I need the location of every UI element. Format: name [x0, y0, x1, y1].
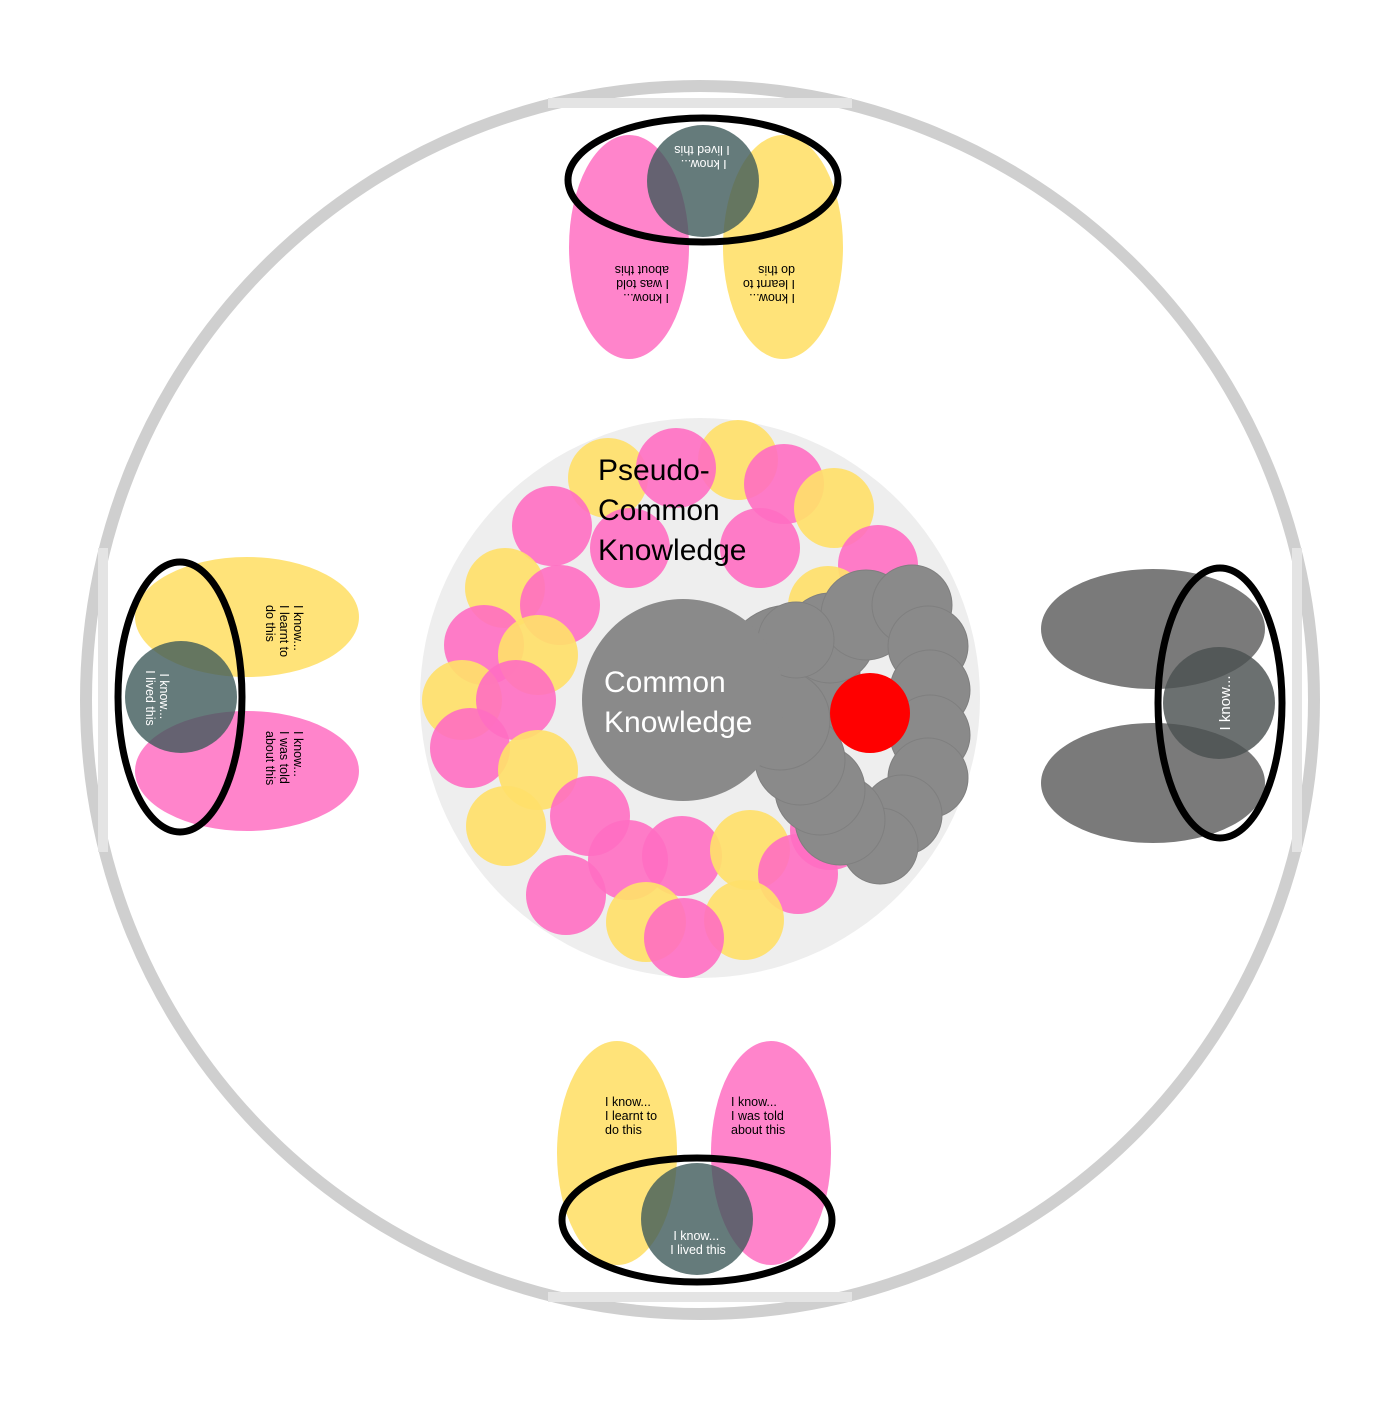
- learnt-label: I know... I learnt to do this: [739, 263, 795, 305]
- told-bubble-7: [720, 508, 800, 588]
- outer-ring: [80, 80, 1320, 1320]
- told-bubble-16: [430, 708, 510, 788]
- told-label: I know... I was told about this: [613, 263, 669, 305]
- told-bubble-27: [644, 898, 724, 978]
- told-bubble-4: [512, 486, 592, 566]
- lived-label: I know...: [1217, 675, 1234, 730]
- lived-label: I know... I lived this: [674, 143, 730, 171]
- told-bubble-5: [590, 508, 670, 588]
- told-bubble-22: [642, 816, 722, 896]
- perspective-lens: [114, 558, 246, 836]
- learnt-bubble-26: [704, 880, 784, 960]
- common-knowledge-title: Common Knowledge: [604, 666, 752, 739]
- person-top: I know... I learnt to do this I know... …: [564, 114, 843, 359]
- common-knowledge-core: [582, 599, 784, 801]
- learnt-label: I know... I learnt to do this: [605, 1095, 661, 1137]
- person-left: I know... I learnt to do this I know... …: [114, 557, 359, 836]
- perspective-lens: [1154, 564, 1286, 842]
- pseudo-knowledge-bubbles: [422, 420, 918, 978]
- lived-circle: [647, 125, 759, 237]
- lived-circle: [125, 641, 237, 753]
- pseudo-knowledge-title: Pseudo- Common Knowledge: [598, 454, 746, 567]
- perspective-lens: [564, 114, 842, 246]
- person-right: I know...: [1041, 564, 1286, 843]
- red-dot: [830, 673, 910, 753]
- perspective-lens: [558, 1154, 836, 1286]
- lived-label: I know... I lived this: [143, 670, 171, 726]
- learnt-bubble-6: [794, 468, 874, 548]
- told-bubble-2: [636, 428, 716, 508]
- ring-faint-segments: [98, 98, 1302, 1302]
- learnt-bubble-18: [466, 786, 546, 866]
- learnt-bubble-0: [568, 438, 648, 518]
- lived-circle: [641, 1163, 753, 1275]
- lived-label: I know... I lived this: [670, 1229, 726, 1257]
- told-bubble-21: [526, 855, 606, 935]
- told-label: I know... I was told about this: [731, 1095, 787, 1137]
- told-label: I know... I was told about this: [263, 731, 305, 787]
- learnt-label: I know... I learnt to do this: [263, 605, 305, 661]
- lived-circle: [1163, 647, 1275, 759]
- person-bottom: I know... I learnt to do this I know... …: [557, 1041, 836, 1286]
